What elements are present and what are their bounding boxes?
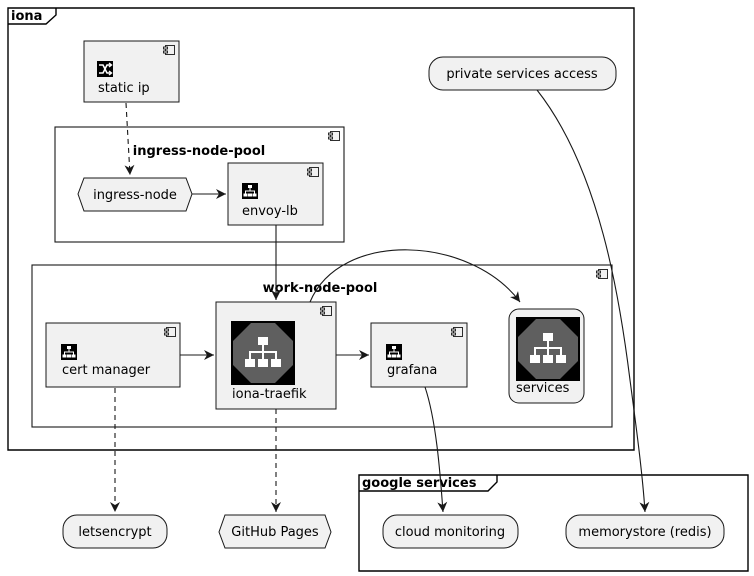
- ingress-node-pool-title: ingress-node-pool: [133, 144, 265, 159]
- edge-grafana-to-cloud-monitoring: [424, 386, 448, 513]
- edge-iona-traefik-to-services: [309, 249, 521, 303]
- cert-manager-node[interactable]: cert manager: [45, 322, 181, 388]
- grafana-label: grafana: [387, 363, 437, 378]
- static-ip-node[interactable]: static ip: [83, 40, 180, 103]
- google-services-frame-title: google services: [362, 476, 477, 491]
- component-icon: [307, 167, 319, 177]
- letsencrypt-label: letsencrypt: [78, 525, 151, 540]
- envoy-lb-node[interactable]: envoy-lb: [227, 162, 324, 226]
- grafana-node[interactable]: grafana: [370, 322, 468, 388]
- memorystore-label: memorystore (redis): [578, 525, 711, 540]
- shuffle-icon: [97, 61, 113, 77]
- component-icon: [596, 269, 608, 279]
- github-pages-node[interactable]: GitHub Pages: [218, 514, 332, 549]
- component-icon: [320, 306, 332, 316]
- static-ip-label: static ip: [98, 81, 150, 96]
- sitemap-octagon-icon: [231, 321, 295, 385]
- cert-manager-label: cert manager: [62, 363, 151, 378]
- letsencrypt-node[interactable]: letsencrypt: [62, 514, 168, 549]
- private-services-access-label: private services access: [446, 67, 598, 82]
- private-services-access-node[interactable]: private services access: [428, 56, 617, 91]
- work-node-pool-title: work-node-pool: [263, 281, 378, 296]
- cloud-monitoring-label: cloud monitoring: [395, 525, 505, 540]
- ingress-node[interactable]: ingress-node: [77, 177, 193, 212]
- sitemap-icon: [386, 344, 402, 360]
- iona-frame: iona: [7, 7, 635, 451]
- ingress-node-label: ingress-node: [93, 188, 177, 203]
- google-services-frame: google services: [358, 474, 749, 572]
- component-icon: [163, 45, 175, 55]
- component-icon: [164, 327, 176, 337]
- component-icon: [451, 327, 463, 337]
- edge-static-ip-to-ingress-node: [124, 102, 135, 176]
- sitemap-icon: [61, 344, 77, 360]
- sitemap-icon: [242, 183, 258, 199]
- iona-frame-title: iona: [11, 9, 42, 24]
- edge-private-services-to-memorystore: [536, 89, 650, 513]
- services-node[interactable]: services: [508, 308, 585, 404]
- iona-traefik-node[interactable]: iona-traefik: [215, 301, 337, 410]
- sitemap-octagon-icon: [516, 317, 580, 381]
- envoy-lb-label: envoy-lb: [242, 204, 298, 219]
- iona-traefik-label: iona-traefik: [232, 387, 307, 402]
- services-label: services: [516, 381, 570, 396]
- cloud-monitoring-node[interactable]: cloud monitoring: [382, 514, 519, 549]
- component-icon: [328, 131, 340, 141]
- github-pages-label: GitHub Pages: [231, 525, 319, 540]
- memorystore-node[interactable]: memorystore (redis): [565, 514, 725, 549]
